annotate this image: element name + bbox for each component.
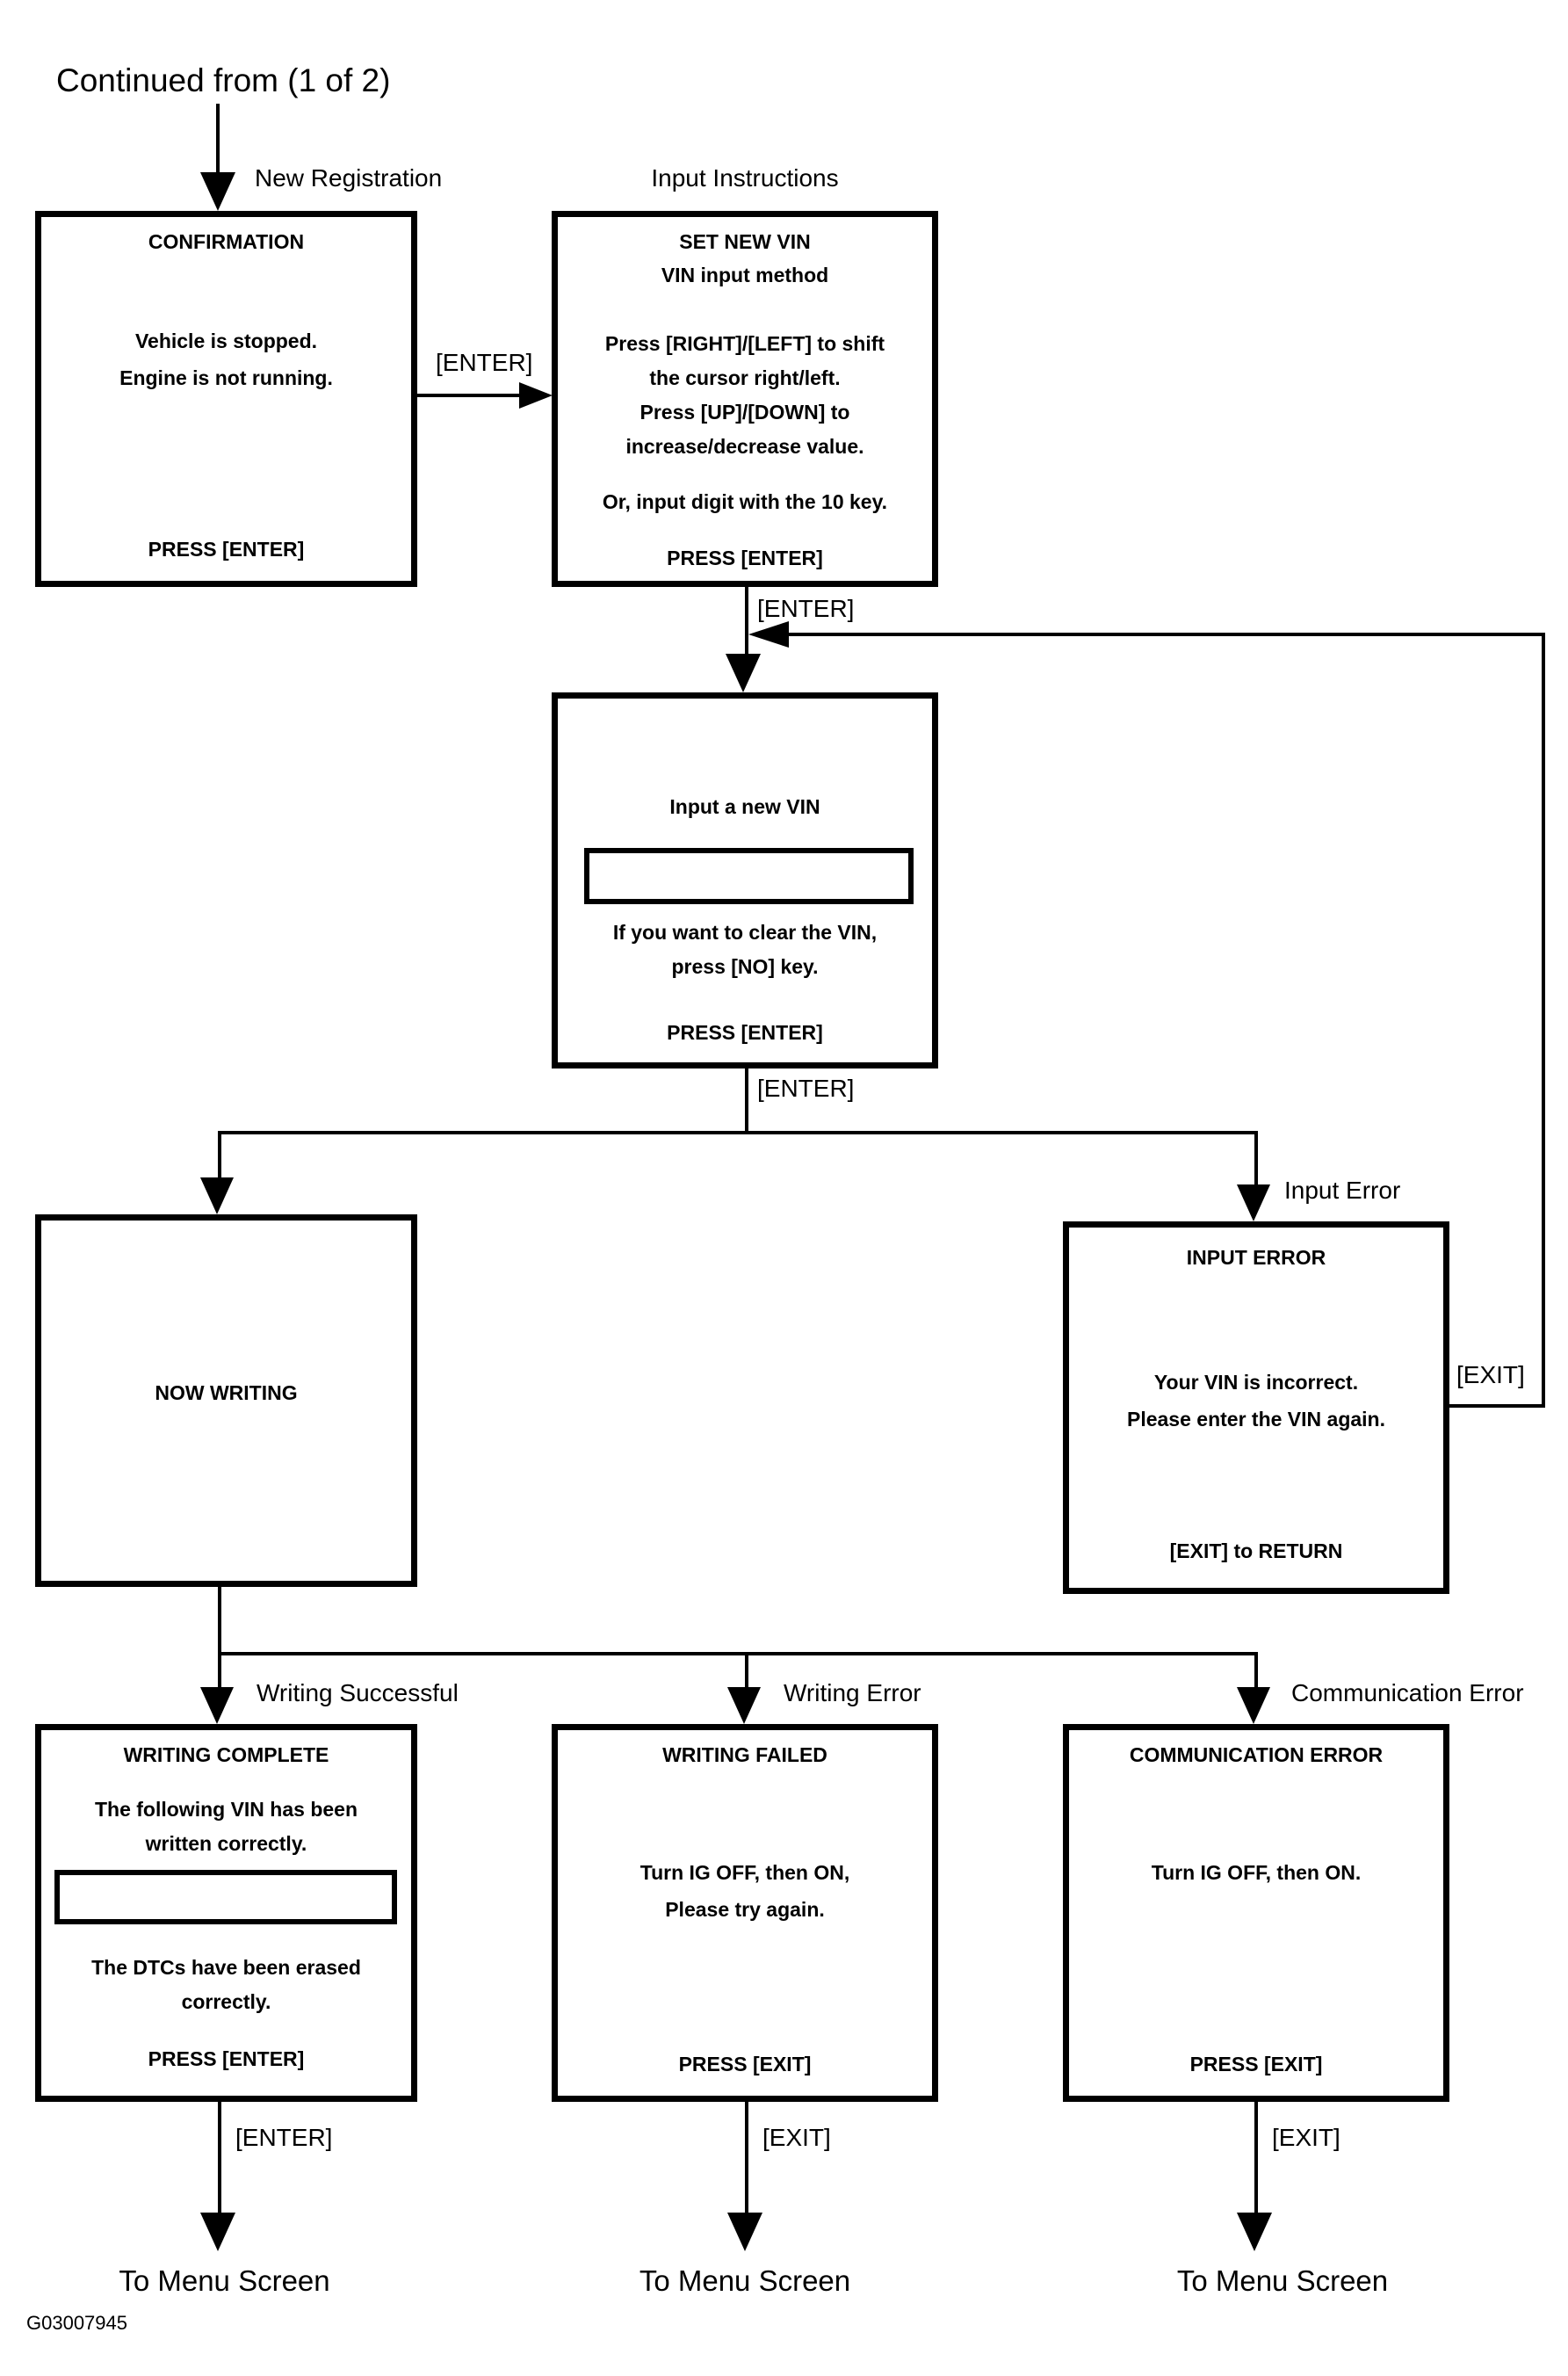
writing-failed-line: Turn IG OFF, then ON,	[639, 1861, 850, 1884]
connector-label-exit: [EXIT]	[762, 2124, 831, 2151]
communication-error-title: COMMUNICATION ERROR	[1129, 1743, 1384, 1766]
connector-nowwriting-down	[218, 1587, 221, 1655]
branch-stub-input-error	[1254, 1131, 1258, 1188]
writing-complete-line: correctly.	[181, 1990, 271, 2013]
input-new-vin-line: press [NO] key.	[671, 955, 819, 978]
connector-complete-to-menu	[218, 2102, 221, 2216]
branch-stub-communication-error	[1254, 1652, 1258, 1691]
branch-label-input-error: Input Error	[1284, 1177, 1401, 1204]
input-error-line: Please enter the VIN again.	[1126, 1408, 1385, 1431]
arrow-right-icon	[519, 382, 553, 409]
set-new-vin-line: the cursor right/left.	[649, 366, 841, 389]
connector-inputvin-down	[745, 1068, 748, 1133]
menu-screen-label: To Menu Screen	[639, 2264, 851, 2297]
confirmation-line: Engine is not running.	[119, 366, 333, 389]
branch-label-writing-successful: Writing Successful	[257, 1679, 459, 1706]
exit-return-line	[1449, 1404, 1543, 1408]
branch-stub-now-writing	[218, 1131, 221, 1181]
arrow-down-icon	[726, 654, 761, 692]
input-new-vin-line: If you want to clear the VIN,	[612, 921, 878, 944]
connector-label-exit: [EXIT]	[1272, 2124, 1340, 2151]
branch-stub-writing-failed	[745, 1652, 748, 1691]
return-line-vertical	[1542, 633, 1545, 1408]
flow-box-input-error	[1063, 1221, 1449, 1594]
branch-label-communication-error: Communication Error	[1291, 1679, 1524, 1706]
writing-complete-line: The DTCs have been erased	[91, 1956, 361, 1979]
arrow-down-icon	[200, 172, 235, 211]
writing-failed-title: WRITING FAILED	[662, 1743, 827, 1766]
vin-input-field	[584, 848, 914, 904]
input-error-footer: [EXIT] to RETURN	[1169, 1539, 1343, 1562]
set-new-vin-note: Or, input digit with the 10 key.	[602, 490, 888, 513]
connector-label-enter: [ENTER]	[235, 2124, 333, 2151]
branch-line-results	[218, 1652, 1258, 1655]
writing-failed-line: Please try again.	[665, 1898, 825, 1921]
arrow-left-icon	[748, 621, 789, 648]
return-line-horizontal	[787, 633, 1545, 636]
menu-screen-label: To Menu Screen	[119, 2264, 330, 2297]
input-new-vin-title: Input a new VIN	[669, 795, 820, 818]
writing-complete-title: WRITING COMPLETE	[123, 1743, 329, 1766]
connector-confirmation-to-setvin	[417, 394, 519, 397]
input-new-vin-footer: PRESS [ENTER]	[667, 1021, 823, 1044]
communication-error-footer: PRESS [EXIT]	[1189, 2053, 1323, 2075]
set-new-vin-line: increase/decrease value.	[625, 435, 864, 458]
arrow-down-icon	[200, 1687, 234, 1724]
figure-id: G03007945	[26, 2312, 127, 2334]
connector-label-exit: [EXIT]	[1456, 1361, 1525, 1388]
writing-complete-line: written correctly.	[145, 1832, 307, 1855]
flow-box-now-writing	[35, 1214, 417, 1587]
arrow-down-icon	[200, 2213, 235, 2251]
connector-commerror-to-menu	[1254, 2102, 1258, 2216]
writing-complete-footer: PRESS [ENTER]	[148, 2047, 305, 2070]
arrow-down-icon	[1237, 1687, 1270, 1724]
connector-label-enter: [ENTER]	[757, 1075, 855, 1102]
flow-box-set-new-vin	[552, 211, 938, 587]
writing-complete-line: The following VIN has been	[94, 1798, 358, 1821]
set-new-vin-footer: PRESS [ENTER]	[667, 547, 823, 569]
connector-title-to-confirmation	[216, 104, 220, 174]
set-new-vin-subtitle: VIN input method	[661, 264, 829, 286]
flow-box-confirmation	[35, 211, 417, 587]
connector-setvin-to-inputvin	[745, 587, 748, 657]
arrow-down-icon	[200, 1177, 234, 1214]
connector-label-enter: [ENTER]	[436, 349, 533, 376]
arrow-down-icon	[727, 1687, 761, 1724]
connector-failed-to-menu	[745, 2102, 748, 2216]
menu-screen-label: To Menu Screen	[1176, 2264, 1389, 2297]
input-error-line: Your VIN is incorrect.	[1153, 1371, 1359, 1394]
branch-label-writing-error: Writing Error	[784, 1679, 921, 1706]
arrow-down-icon	[1237, 1184, 1270, 1221]
page-title: Continued from (1 of 2)	[56, 62, 391, 98]
confirmation-footer: PRESS [ENTER]	[148, 538, 305, 561]
arrow-down-icon	[1237, 2213, 1272, 2251]
set-new-vin-title: SET NEW VIN	[679, 230, 811, 253]
branch-line-writing	[218, 1131, 1258, 1134]
writing-failed-footer: PRESS [EXIT]	[678, 2053, 812, 2075]
set-new-vin-line: Press [UP]/[DOWN] to	[639, 401, 850, 424]
input-error-title: INPUT ERROR	[1186, 1246, 1326, 1269]
arrow-down-icon	[727, 2213, 762, 2251]
branch-stub-writing-complete	[218, 1652, 221, 1691]
confirmation-title: CONFIRMATION	[148, 230, 305, 253]
now-writing-title: NOW WRITING	[155, 1381, 298, 1404]
flow-box-writing-failed	[552, 1724, 938, 2102]
connector-label-enter: [ENTER]	[757, 595, 855, 622]
flow-box-communication-error	[1063, 1724, 1449, 2102]
set-new-vin-line: Press [RIGHT]/[LEFT] to shift	[604, 332, 885, 355]
communication-error-line: Turn IG OFF, then ON.	[1151, 1861, 1362, 1884]
vin-written-field	[54, 1870, 397, 1924]
branch-label-input-instructions: Input Instructions	[651, 164, 839, 192]
confirmation-line: Vehicle is stopped.	[134, 330, 318, 352]
branch-label-new-registration: New Registration	[255, 164, 443, 192]
